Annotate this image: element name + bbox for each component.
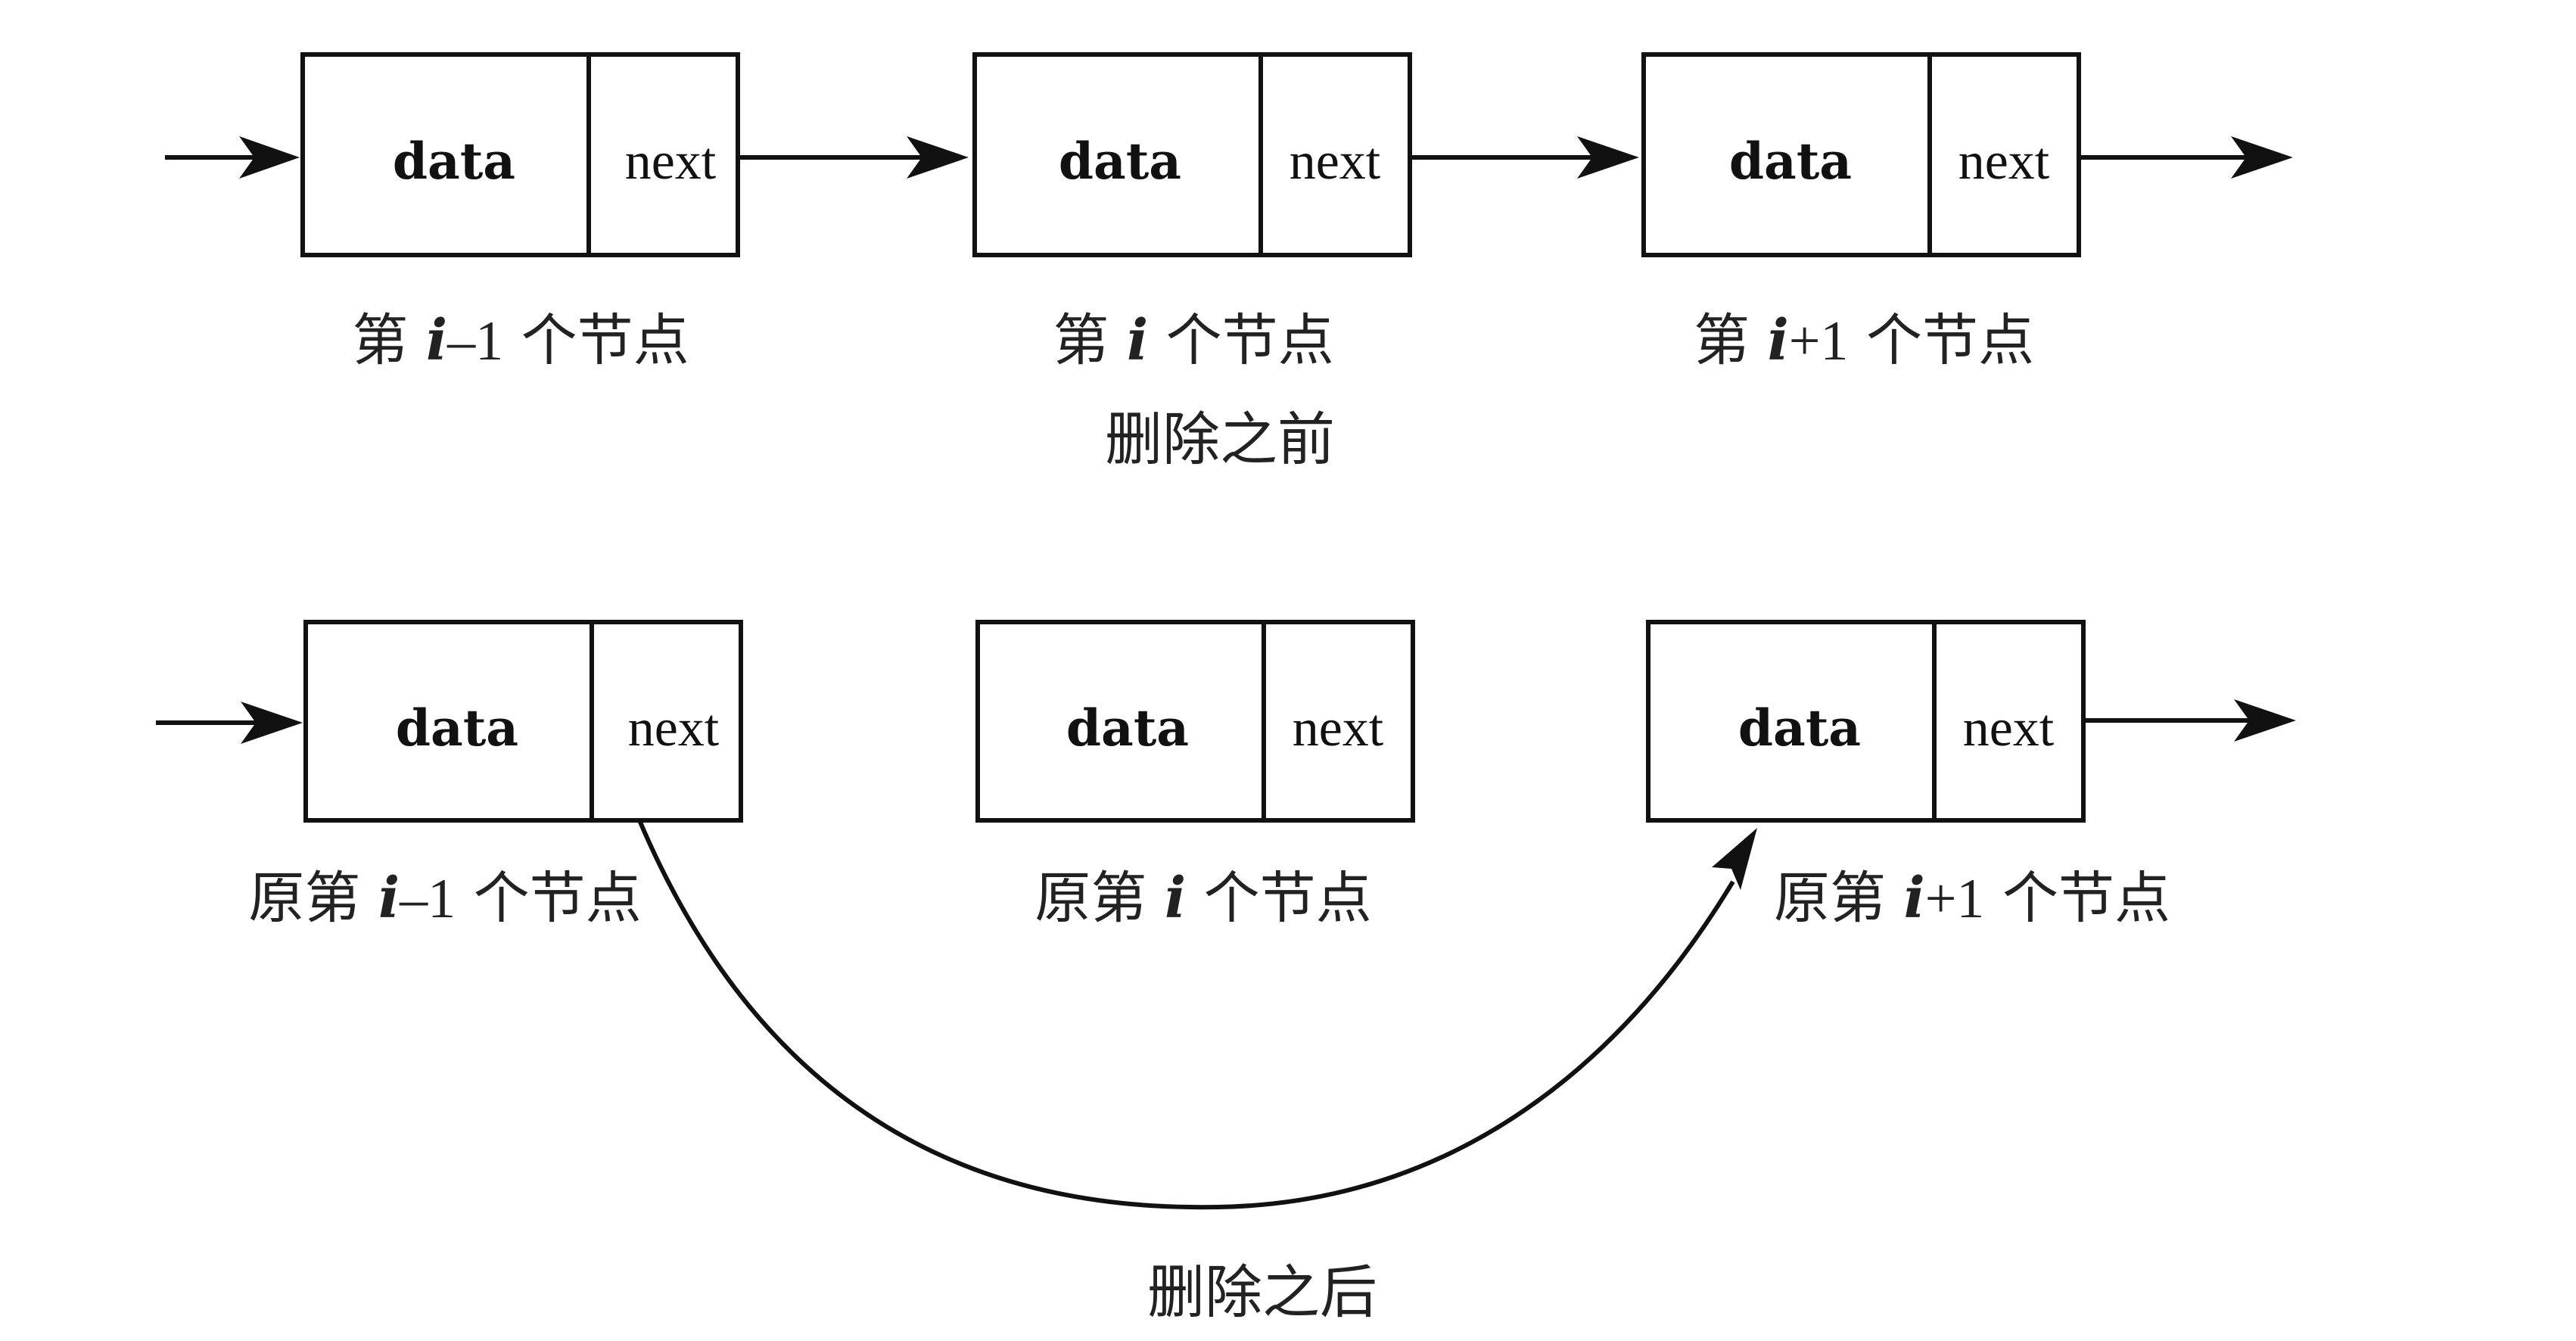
after-node-prev-box (303, 620, 743, 823)
before-arrow-prev-to-current (738, 136, 969, 179)
after-node-next-label: 原第 i+1 个节点 (1774, 866, 2170, 931)
before-node-prev-next-field: next (625, 132, 717, 191)
before-arrow-head-in (165, 136, 300, 179)
after-node-prev-data-field: data (396, 699, 518, 758)
after-group: data next data next data next (156, 620, 2296, 1326)
before-node-current-label: 第 i 个节点 (1053, 308, 1333, 373)
after-arrow-head-in (156, 702, 303, 744)
after-node-next-next-field: next (1963, 699, 2055, 758)
after-node-prev-next-field: next (628, 699, 720, 758)
before-arrow-current-to-next (1410, 136, 1639, 179)
before-node-current-box (972, 52, 1412, 257)
before-node-next-data-field: data (1729, 132, 1852, 191)
after-node-prev: data next (303, 620, 743, 823)
after-bypass-arrow (637, 819, 1757, 1210)
before-node-next-box (1641, 52, 2081, 257)
after-node-removed: data next (975, 620, 1415, 823)
after-node-removed-box (975, 620, 1415, 823)
before-group: data next data next data next (165, 52, 2293, 473)
before-caption: 删除之前 (1105, 406, 1335, 473)
after-node-removed-label: 原第 i 个节点 (1034, 866, 1371, 931)
before-node-prev-data-field: data (393, 132, 515, 191)
after-caption: 删除之后 (1147, 1259, 1377, 1326)
before-node-current-next-field: next (1290, 132, 1381, 191)
before-node-prev-label: 第 i–1 个节点 (352, 308, 689, 373)
after-node-prev-label: 原第 i–1 个节点 (248, 866, 641, 931)
before-node-prev: data next (300, 52, 740, 257)
after-node-removed-data-field: data (1066, 699, 1189, 758)
after-node-next: data next (1646, 620, 2086, 823)
after-node-next-data-field: data (1738, 699, 1861, 758)
before-node-next: data next (1641, 52, 2081, 257)
before-node-current: data next (972, 52, 1412, 257)
before-node-next-next-field: next (1958, 132, 2050, 191)
before-node-current-data-field: data (1059, 132, 1181, 191)
before-node-prev-box (300, 52, 740, 257)
after-node-removed-next-field: next (1293, 699, 1384, 758)
after-node-next-box (1646, 620, 2086, 823)
after-arrow-out (2083, 699, 2296, 742)
before-node-next-label: 第 i+1 个节点 (1694, 308, 2034, 373)
before-arrow-out (2079, 136, 2293, 179)
